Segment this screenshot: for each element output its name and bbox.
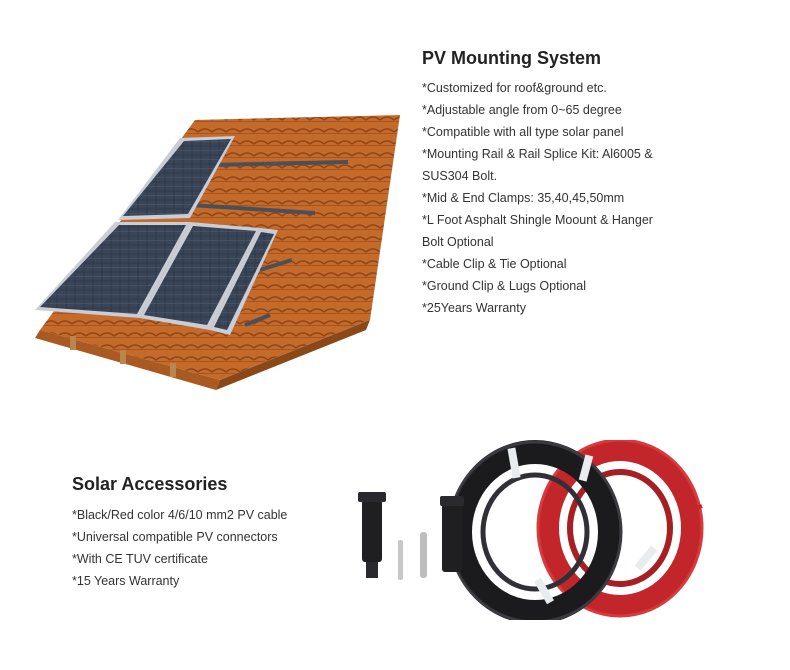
list-item: *Ground Clip & Lugs Optional (422, 279, 586, 293)
list-item: Bolt Optional (422, 235, 494, 249)
solar-accessories-feature-list: *Black/Red color 4/6/10 mm2 PV cable *Un… (72, 504, 287, 592)
pv-mounting-title: PV Mounting System (422, 48, 602, 68)
solar-accessories-title: Solar Accessories (72, 474, 228, 494)
list-item: *Customized for roof&ground etc. (422, 81, 607, 95)
pv-mounting-feature-list: *Customized for roof&ground etc. *Adjust… (422, 77, 653, 319)
pv-cable-connectors-image (350, 438, 710, 624)
list-item: *L Foot Asphalt Shingle Moount & Hanger (422, 213, 653, 227)
list-item: *Mid & End Clamps: 35,40,45,50mm (422, 191, 625, 205)
roof-solar-panels-image (30, 110, 410, 400)
list-item: *Adjustable angle from 0~65 degree (422, 103, 622, 117)
list-item: *Mounting Rail & Rail Splice Kit: Al6005… (422, 147, 653, 161)
list-item: *15 Years Warranty (72, 574, 180, 588)
list-item: *Compatible with all type solar panel (422, 125, 624, 139)
list-item: *25Years Warranty (422, 301, 526, 315)
list-item: SUS304 Bolt. (422, 169, 498, 183)
list-item: *Black/Red color 4/6/10 mm2 PV cable (72, 508, 288, 522)
list-item: *Universal compatible PV connectors (72, 530, 278, 544)
list-item: *With CE TUV certificate (72, 552, 208, 566)
list-item: *Cable Clip & Tie Optional (422, 257, 567, 271)
